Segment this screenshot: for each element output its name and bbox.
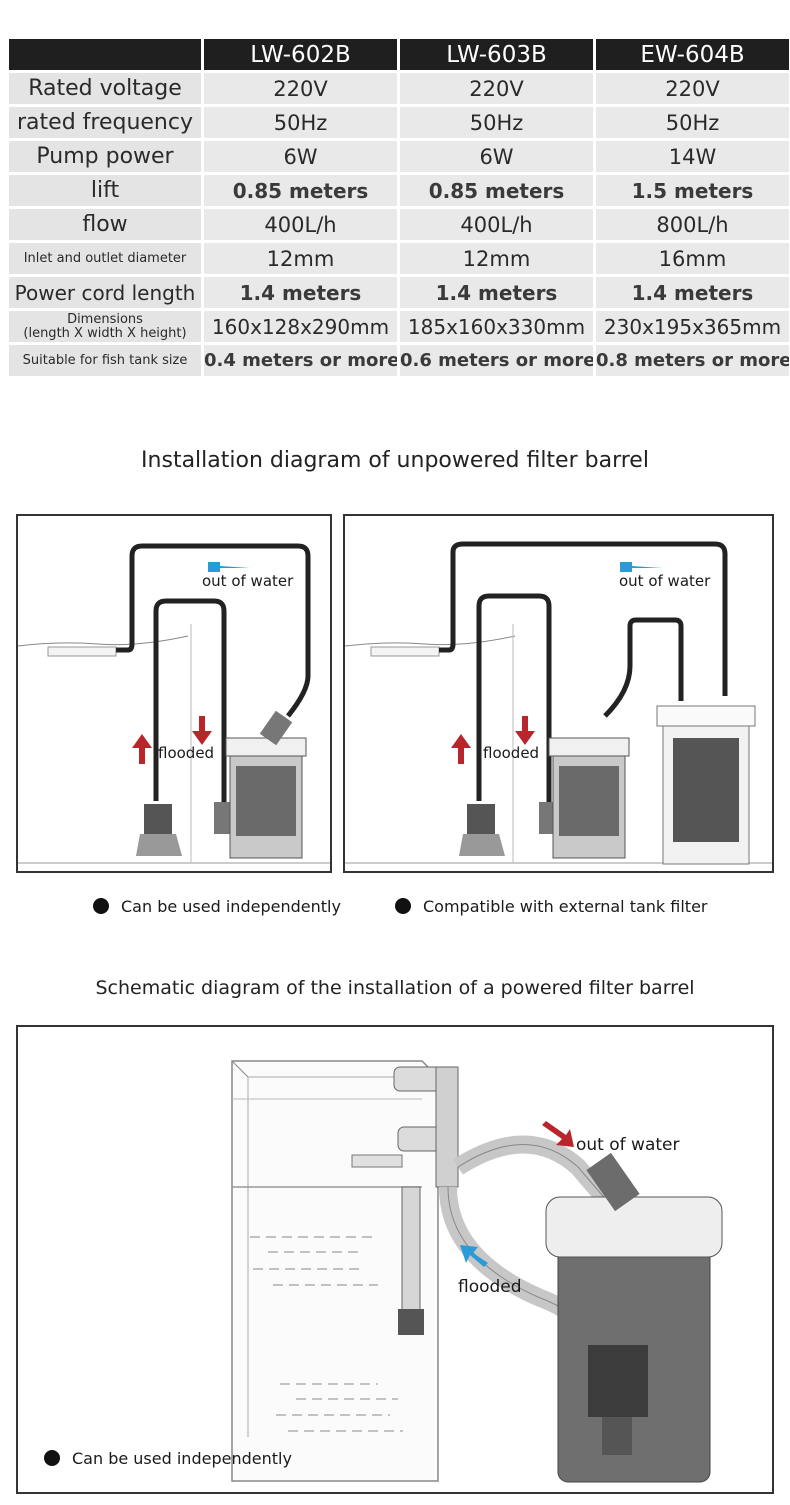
- cell: 0.8 meters or more: [596, 345, 789, 376]
- cell: 14W: [596, 141, 789, 172]
- row-label: Suitable for fish tank size: [9, 345, 201, 376]
- flooded-label: flooded: [483, 744, 540, 762]
- bullet-dot-icon: [93, 898, 109, 914]
- cell: 160x128x290mm: [204, 311, 397, 342]
- out-of-water-label: out of water: [619, 572, 711, 590]
- cell: 230x195x365mm: [596, 311, 789, 342]
- row-label: Dimensions (length X width X height): [9, 311, 201, 342]
- bullet-independent: Can be used independently: [44, 1449, 292, 1468]
- cell: 50Hz: [596, 107, 789, 138]
- arrow-up-icon: [132, 734, 152, 764]
- row-label: lift: [9, 175, 201, 206]
- bullet-text: Can be used independently: [72, 1449, 292, 1468]
- powered-title: Schematic diagram of the installation of…: [95, 977, 695, 999]
- model-header: EW-604B: [596, 39, 789, 70]
- cell: 220V: [596, 73, 789, 104]
- arrow-down-icon: [515, 716, 535, 745]
- cell: 12mm: [400, 243, 593, 274]
- row-label: flow: [9, 209, 201, 240]
- cell: 0.85 meters: [400, 175, 593, 206]
- arrow-down-icon: [192, 716, 212, 745]
- out-of-water-label: out of water: [576, 1135, 680, 1155]
- row-label: Inlet and outlet diameter: [9, 243, 201, 274]
- row-label: Power cord length: [9, 277, 201, 308]
- unpowered-title: Installation diagram of unpowered filter…: [141, 448, 649, 473]
- diagram-panel-external: out of water flooded: [343, 514, 774, 873]
- bullet-dot-icon: [395, 898, 411, 914]
- diagram-panel-independent: out of water flooded: [16, 514, 332, 873]
- arrow-up-icon: [451, 734, 471, 764]
- cell: 185x160x330mm: [400, 311, 593, 342]
- cell: 0.85 meters: [204, 175, 397, 206]
- cell: 400L/h: [400, 209, 593, 240]
- cell: 1.4 meters: [400, 277, 593, 308]
- arrow-left-icon: [620, 562, 662, 572]
- cell: 6W: [204, 141, 397, 172]
- header-row: LW-602B LW-603B EW-604B: [9, 39, 789, 70]
- diagram-illustration: [345, 541, 772, 865]
- arrow-left-icon: [208, 562, 250, 572]
- diagram-illustration: [231, 1060, 723, 1483]
- bullet-independent: Can be used independently: [93, 897, 341, 916]
- cell: 6W: [400, 141, 593, 172]
- flooded-label: flooded: [458, 1277, 522, 1297]
- table-row: Suitable for fish tank size 0.4 meters o…: [9, 345, 789, 376]
- arrow-up-left-icon: [460, 1245, 488, 1267]
- row-label: rated frequency: [9, 107, 201, 138]
- table-row: rated frequency 50Hz 50Hz 50Hz: [9, 107, 789, 138]
- cell: 0.6 meters or more: [400, 345, 593, 376]
- row-label: Pump power: [9, 141, 201, 172]
- cell: 12mm: [204, 243, 397, 274]
- cell: 50Hz: [400, 107, 593, 138]
- cell: 50Hz: [204, 107, 397, 138]
- bullet-text: Compatible with external tank filter: [423, 897, 708, 916]
- cell: 800L/h: [596, 209, 789, 240]
- header-corner: [9, 39, 201, 70]
- dimensions-label: Dimensions: [67, 311, 143, 327]
- spec-table: LW-602B LW-603B EW-604B Rated voltage 22…: [6, 36, 790, 379]
- table-row: Dimensions (length X width X height) 160…: [9, 311, 789, 342]
- arrow-down-right-icon: [542, 1121, 574, 1147]
- table-row: flow 400L/h 400L/h 800L/h: [9, 209, 789, 240]
- out-of-water-label: out of water: [202, 572, 294, 590]
- bullet-dot-icon: [44, 1450, 60, 1466]
- bullet-text: Can be used independently: [121, 897, 341, 916]
- cell: 220V: [204, 73, 397, 104]
- model-header: LW-603B: [400, 39, 593, 70]
- cell: 16mm: [596, 243, 789, 274]
- cell: 0.4 meters or more: [204, 345, 397, 376]
- table-row: Power cord length 1.4 meters 1.4 meters …: [9, 277, 789, 308]
- table-row: lift 0.85 meters 0.85 meters 1.5 meters: [9, 175, 789, 206]
- bullet-compatible: Compatible with external tank filter: [395, 897, 708, 916]
- cell: 220V: [400, 73, 593, 104]
- row-label: Rated voltage: [9, 73, 201, 104]
- diagram-illustration: [18, 543, 330, 864]
- table-row: Rated voltage 220V 220V 220V: [9, 73, 789, 104]
- table-row: Inlet and outlet diameter 12mm 12mm 16mm: [9, 243, 789, 274]
- model-header: LW-602B: [204, 39, 397, 70]
- flooded-label: flooded: [158, 744, 215, 762]
- table-row: Pump power 6W 6W 14W: [9, 141, 789, 172]
- cell: 1.4 meters: [596, 277, 789, 308]
- cell: 400L/h: [204, 209, 397, 240]
- cell: 1.5 meters: [596, 175, 789, 206]
- diagram-panel-powered: out of water flooded Can be used indepen…: [16, 1025, 774, 1494]
- cell: 1.4 meters: [204, 277, 397, 308]
- dimensions-sublabel: (length X width X height): [23, 325, 187, 341]
